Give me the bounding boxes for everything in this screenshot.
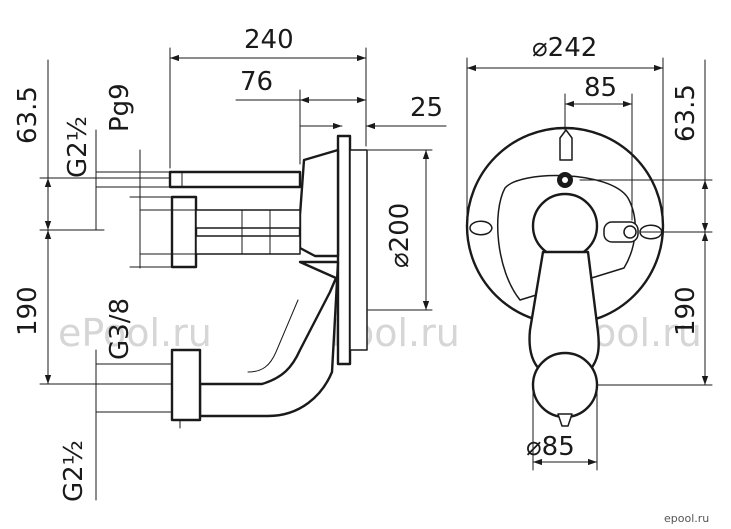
- label-dim-200: ⌀200: [385, 203, 415, 268]
- label-dim-85-bottom: ⌀85: [526, 432, 575, 462]
- upper-nozzle: [531, 192, 599, 260]
- elbow-pipe-inner: [247, 299, 299, 373]
- label-dim-63-5: 63.5: [13, 86, 43, 144]
- lug-left: [469, 220, 493, 236]
- label-g2-lower: G2½: [59, 440, 89, 502]
- label-g2-upper: G2½: [63, 116, 93, 178]
- flange-plate: [336, 134, 352, 366]
- upper-pipe: [168, 170, 302, 189]
- label-dim-240: 240: [244, 25, 294, 55]
- front-view: ⌀242 85 63.5 190 ⌀85: [465, 33, 713, 471]
- label-dim-25: 25: [410, 93, 443, 123]
- side-view: 240 76 25 ⌀200 63.5 190 G2½ Pg9 G3/: [13, 25, 447, 502]
- middle-rod-lower: [195, 235, 301, 255]
- label-dim-85: 85: [584, 73, 617, 103]
- label-dim-242: ⌀242: [532, 33, 597, 63]
- lug-top: [559, 129, 573, 161]
- label-dim-76: 76: [240, 67, 273, 97]
- middle-rod-upper: [195, 209, 301, 229]
- sensor-plug-center: [562, 177, 568, 183]
- label-dim-190-right: 190: [671, 286, 701, 336]
- side-port: [603, 221, 639, 243]
- lower-outlet-socket: [170, 348, 202, 422]
- side-port-hole: [623, 225, 637, 239]
- watermark-left: ePool.ru: [58, 311, 212, 355]
- watermark-corner: epool.ru: [664, 512, 709, 525]
- middle-connector-block: [170, 195, 198, 269]
- lower-nozzle-tab: [557, 413, 573, 427]
- watermark-group: ePool.ru ePool.ru ePool.ru epool.ru: [58, 311, 709, 525]
- housing-body: [298, 148, 340, 258]
- label-pg9: Pg9: [105, 83, 135, 132]
- lower-nozzle: [531, 351, 599, 419]
- label-dim-190-left: 190: [13, 286, 43, 336]
- label-g38: G3/8: [105, 298, 135, 360]
- flange-ring: [349, 149, 368, 351]
- elbow-pipe: [198, 260, 340, 418]
- label-dim-63-5-right: 63.5: [671, 84, 701, 142]
